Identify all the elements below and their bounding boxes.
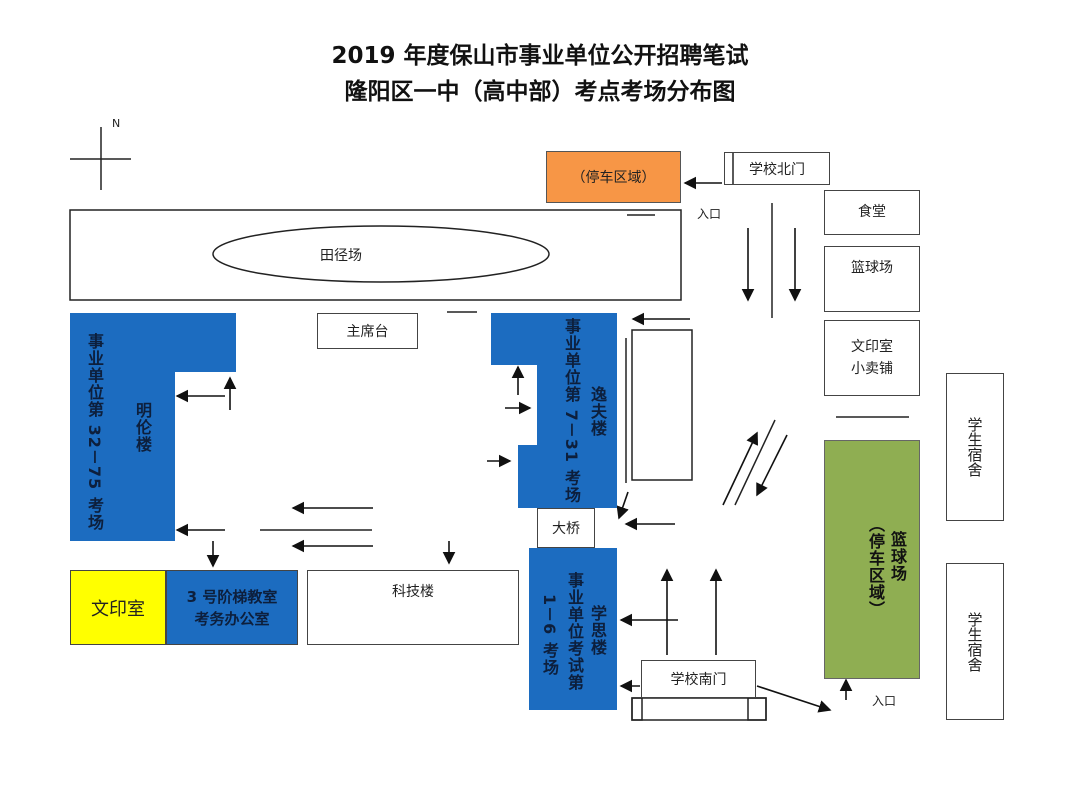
track-field [69, 209, 682, 301]
xuesi-rooms-1: 事业单位考试第 [565, 572, 584, 691]
xuesi-rooms-2: 1－6 考场 [540, 594, 559, 676]
tech-building: 科技楼 [307, 570, 519, 645]
south-gate-leg [747, 697, 767, 721]
yifu-name: 逸夫楼 [588, 386, 607, 437]
arrow [722, 431, 759, 506]
snack-shop-label: 小卖铺 [851, 361, 893, 377]
arrow [756, 685, 832, 713]
bridge: 大桥 [537, 508, 595, 548]
exam-office-line-2: 考务办公室 [194, 609, 270, 628]
track-label: 田径场 [320, 248, 362, 264]
road-line [734, 419, 776, 506]
entrance-north: 入口 [697, 207, 722, 221]
basketball-court: 篮球场 [824, 246, 920, 312]
print-shop: 文印室小卖铺 [824, 320, 920, 396]
dorm-2-label: 学生宿舍 [965, 611, 984, 672]
track-ellipse [212, 225, 550, 283]
exam-office: 3 号阶梯教室考务办公室 [166, 570, 298, 645]
dorm-1: 学生宿舍 [946, 373, 1004, 521]
arrow [616, 491, 629, 520]
south-gate-leg [631, 697, 643, 721]
entrance-south: 入口 [872, 694, 897, 708]
podium: 主席台 [317, 313, 418, 349]
print-shop-label: 文印室 [851, 339, 893, 355]
parking-north: （停车区域） [546, 151, 681, 203]
minglun-building [70, 313, 236, 541]
dorm-1-label: 学生宿舍 [965, 417, 984, 477]
canteen: 食堂 [824, 190, 920, 235]
xuesi-building [529, 548, 617, 710]
title-line-1: 2019 年度保山市事业单位公开招聘笔试 [331, 43, 749, 69]
basketball-parking-label: 篮球场 [888, 531, 907, 582]
minglun-rooms: 事业单位第 32－75 考场 [85, 333, 104, 531]
title-line-2: 隆阳区一中（高中部）考点考场分布图 [344, 79, 736, 105]
yifu-annex [631, 329, 693, 481]
dorm-2: 学生宿舍 [946, 563, 1004, 720]
print-room: 文印室 [70, 570, 166, 645]
north-gate: 学校北门 [724, 152, 830, 185]
basketball-parking: 篮球场 （停车区域） [824, 440, 920, 679]
compass-north-label: N [112, 117, 121, 130]
yifu-building [491, 313, 617, 508]
arrow [756, 434, 788, 497]
minglun-name: 明伦楼 [133, 402, 152, 453]
south-gate: 学校南门 [641, 660, 756, 698]
yifu-rooms: 事业单位第 7－31 考场 [562, 318, 581, 504]
basketball-parking-sub: （停车区域） [866, 516, 885, 618]
exam-office-line-1: 3 号阶梯教室 [186, 587, 278, 606]
xuesi-name: 学思楼 [588, 605, 607, 656]
south-gate-base [631, 697, 767, 721]
